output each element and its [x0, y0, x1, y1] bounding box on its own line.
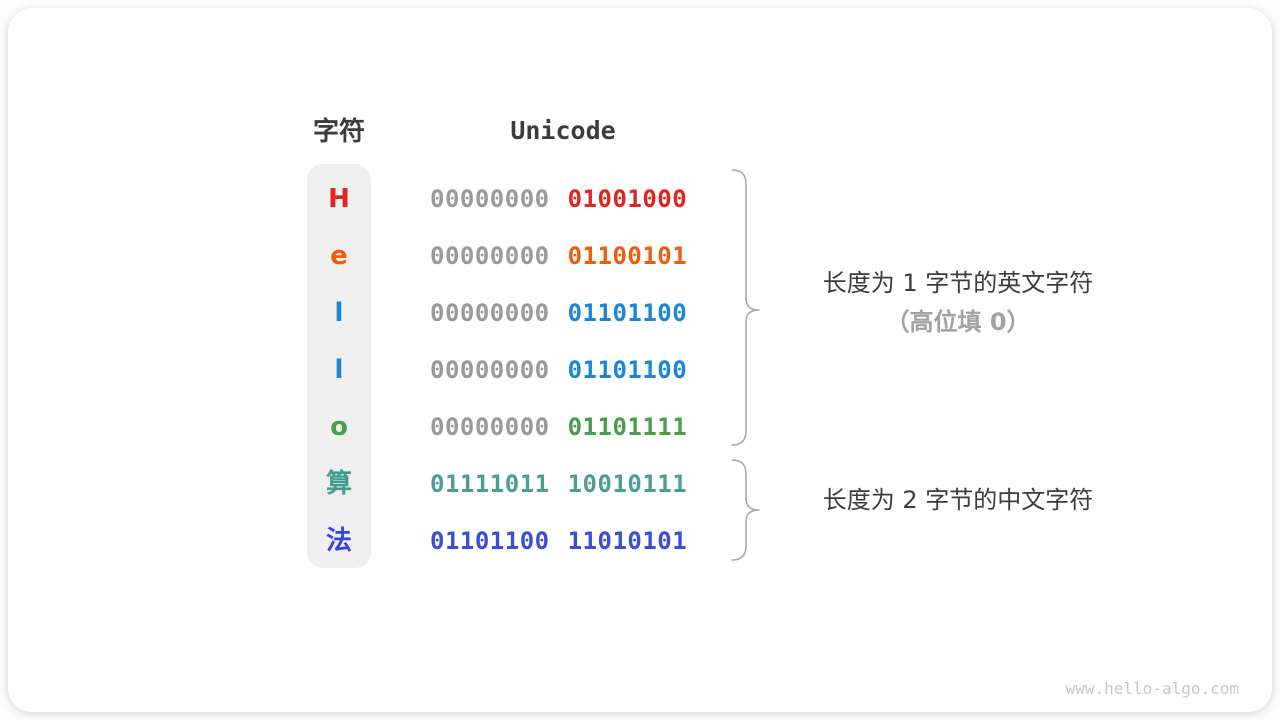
char-cell: o — [330, 412, 348, 442]
table-row: 法 01101100 11010101 — [8, 521, 768, 561]
watermark-url: www.hello-algo.com — [1065, 679, 1239, 698]
unicode-binary: 01101100 11010101 — [430, 521, 687, 561]
byte-low: 01101111 — [567, 413, 688, 441]
table-row: H 00000000 01001000 — [8, 179, 768, 219]
char-column-background — [307, 164, 371, 568]
byte-high: 00000000 — [430, 356, 550, 384]
byte-high: 01101100 — [430, 527, 550, 555]
byte-low: 11010101 — [567, 527, 688, 555]
unicode-binary: 00000000 01100101 — [430, 236, 687, 276]
table-row: l 00000000 01101100 — [8, 293, 768, 333]
byte-low: 01101100 — [567, 356, 688, 384]
unicode-binary: 00000000 01101111 — [430, 407, 687, 447]
char-cell: e — [330, 241, 348, 271]
note-english-chars-line1: 长度为 1 字节的英文字符 — [822, 269, 1094, 297]
char-cell: 法 — [325, 526, 352, 556]
column-header-unicode: Unicode — [510, 116, 616, 145]
column-header-char: 字符 — [312, 117, 365, 147]
unicode-binary: 00000000 01001000 — [430, 179, 687, 219]
note-chinese-chars: 长度为 2 字节的中文字符 — [822, 486, 1094, 514]
byte-low: 01100101 — [567, 242, 688, 270]
table-row: o 00000000 01101111 — [8, 407, 768, 447]
byte-high: 00000000 — [430, 185, 550, 213]
char-cell: H — [328, 184, 350, 214]
table-row: 算 01111011 10010111 — [8, 464, 768, 504]
char-cell: l — [334, 298, 344, 328]
table-row: l 00000000 01101100 — [8, 350, 768, 390]
brace-english-group — [731, 169, 760, 446]
byte-high: 01111011 — [430, 470, 550, 498]
char-cell: 算 — [325, 469, 352, 499]
unicode-binary: 01111011 10010111 — [430, 464, 687, 504]
diagram-card: 字符 Unicode H 00000000 01001000 e 00000000 011… — [8, 8, 1272, 712]
byte-high: 00000000 — [430, 299, 550, 327]
byte-high: 00000000 — [430, 413, 550, 441]
unicode-binary: 00000000 01101100 — [430, 350, 687, 390]
byte-low: 01101100 — [567, 299, 688, 327]
char-cell: l — [334, 355, 344, 385]
byte-low: 10010111 — [567, 470, 688, 498]
byte-low: 01001000 — [567, 185, 688, 213]
byte-high: 00000000 — [430, 242, 550, 270]
note-english-chars-line2: （高位填 0） — [885, 308, 1031, 336]
unicode-binary: 00000000 01101100 — [430, 293, 687, 333]
grouping-braces — [731, 169, 760, 561]
table-row: e 00000000 01100101 — [8, 236, 768, 276]
brace-chinese-group — [731, 459, 760, 561]
